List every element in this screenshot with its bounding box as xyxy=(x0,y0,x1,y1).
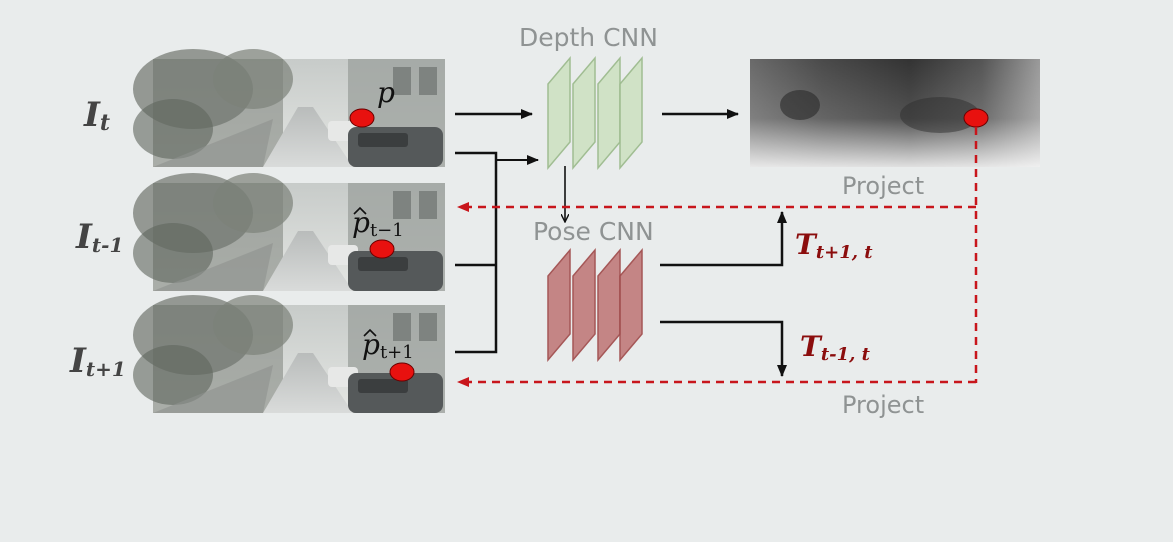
transform-next-label: Tt+1, t xyxy=(795,228,873,263)
hat-prev-icon xyxy=(353,206,367,215)
arrow-pose-to-t-next xyxy=(660,211,787,267)
frame-next-label: It+1 xyxy=(69,341,126,381)
frames-bus-connector xyxy=(455,151,498,354)
pixel-marker-t xyxy=(349,108,375,128)
pixel-marker-next xyxy=(389,362,415,382)
transform-prev-label: Tt-1, t xyxy=(800,330,871,365)
pose-cnn-label: Pose CNN xyxy=(533,217,654,246)
frame-t-label: It xyxy=(83,95,110,136)
pixel-marker-depth xyxy=(963,108,989,128)
point-p-label: p xyxy=(377,76,395,109)
arrow-pose-to-t-prev xyxy=(660,320,787,377)
hat-next-icon xyxy=(363,328,377,337)
project-label-lower: Project xyxy=(842,391,924,419)
project-label-upper: Project xyxy=(842,172,924,200)
pixel-marker-prev xyxy=(369,239,395,259)
frame-prev-label: It-1 xyxy=(75,217,123,257)
depth-map-image xyxy=(750,59,1040,167)
frame-t-image xyxy=(133,49,445,167)
pose-cnn-block xyxy=(547,247,643,363)
depth-cnn-block xyxy=(547,55,643,171)
depth-cnn-label: Depth CNN xyxy=(519,23,658,52)
